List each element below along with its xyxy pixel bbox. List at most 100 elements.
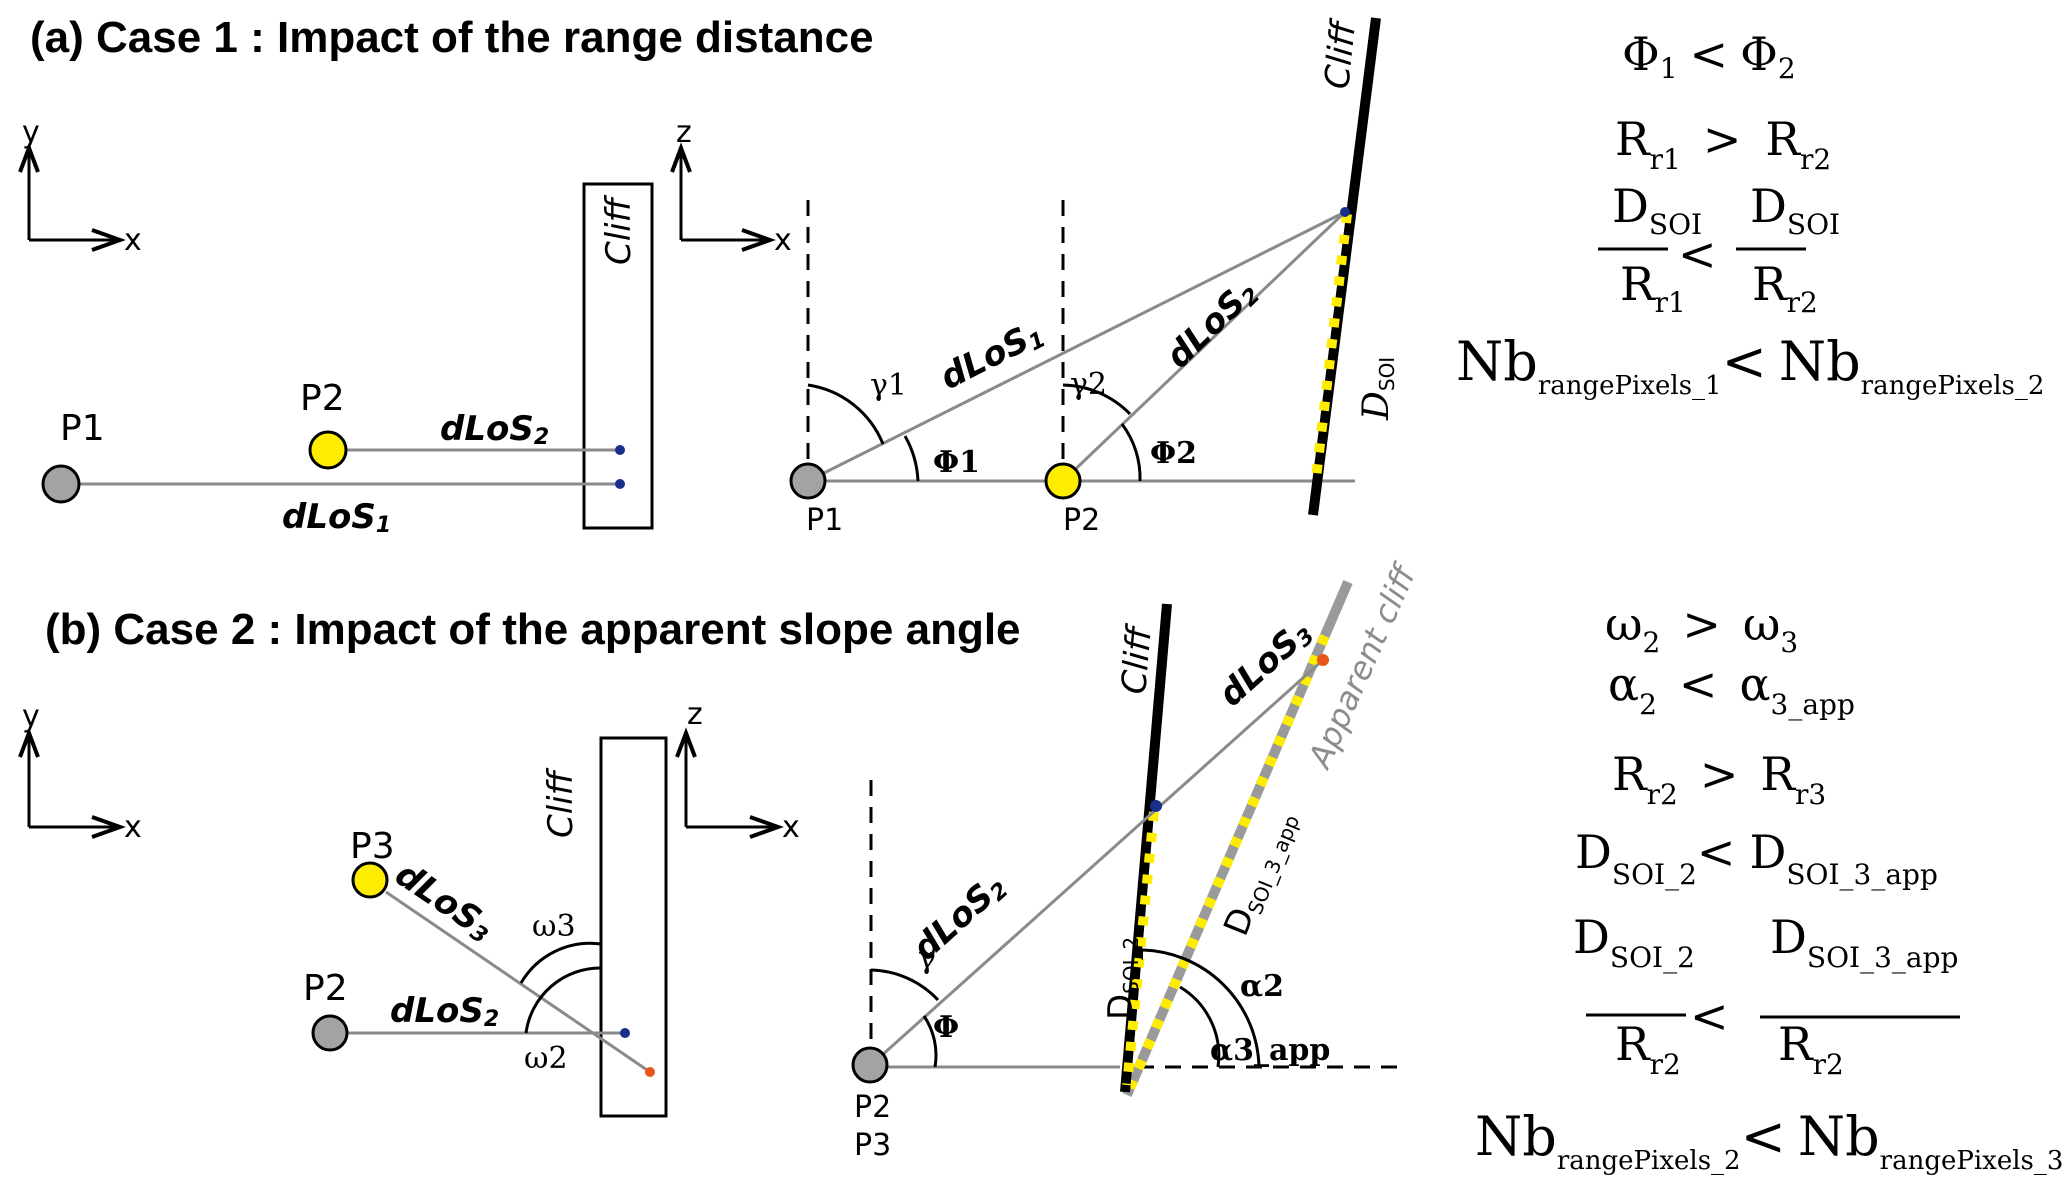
los1-label: dLoS1 <box>282 497 391 538</box>
point-p3-label: P3 <box>350 826 395 867</box>
gamma1-arc <box>807 383 885 445</box>
d-soi-2-label: DSOI_2 <box>1101 937 1143 1020</box>
x-arrowhead-icon <box>749 815 784 839</box>
profile-axes: z x <box>675 697 800 845</box>
omega2-label: ω2 <box>524 1041 568 1076</box>
plan-axes: y x <box>18 699 142 845</box>
eq-dsoi-comparison: DSOI_2<DSOI_3_app <box>1575 825 1938 891</box>
los2-line <box>1061 210 1347 483</box>
profile-axes: z x <box>670 115 792 258</box>
los2-target-dot <box>1150 800 1162 812</box>
phi-label: Φ <box>933 1010 959 1045</box>
omega3-label: ω3 <box>532 909 576 944</box>
phi1-arc <box>903 435 920 482</box>
x-arrowhead-icon <box>91 815 126 839</box>
cliff-label: Cliff <box>541 767 581 838</box>
point-p2 <box>308 430 348 470</box>
omega2-arc <box>524 966 602 1034</box>
x-axis-label: x <box>124 810 142 845</box>
cliff-box <box>582 182 654 530</box>
z-arrowhead-icon <box>675 727 697 758</box>
gamma2-arc <box>1062 383 1132 416</box>
x-axis-label: x <box>124 223 142 258</box>
y-arrowhead-icon <box>18 142 40 173</box>
point-p2-label: P2 <box>1063 503 1100 538</box>
eq-range-resolution: Rr1>Rr2 <box>1615 112 1831 176</box>
los3-label: dLoS3 <box>387 854 500 949</box>
z-axis-label: z <box>676 115 692 150</box>
alpha3-arc <box>1179 985 1221 1068</box>
los3-line <box>385 890 651 1074</box>
los-target-dot <box>1340 207 1350 217</box>
point-p2-label: P2 <box>854 1090 891 1125</box>
los2-label: dLoS2 <box>390 991 499 1032</box>
point-p1 <box>789 462 827 500</box>
rhs-denominator: Rr2 <box>1752 257 1818 319</box>
d-soi-segment <box>1311 213 1352 479</box>
case1-profile-view: z x Cliff γ1 Φ1 γ2 Φ2 dLoS1 dLo <box>670 17 1399 538</box>
eq-range-pixels: NbrangePixels_2<NbrangePixels_3 <box>1475 1105 2063 1176</box>
cliff-box <box>599 736 668 1118</box>
los2-target-dot <box>620 1028 630 1038</box>
y-axis-label: y <box>22 115 40 150</box>
d-soi-3-app-segment <box>1125 634 1330 1090</box>
ratio-operator: < <box>1678 227 1717 281</box>
point-p2-label: P2 <box>303 968 348 1009</box>
case1-panel: (a) Case 1 : Impact of the range distanc… <box>18 13 2044 538</box>
x-arrowhead-icon <box>741 228 776 252</box>
los1-line <box>807 210 1346 483</box>
los1-label: dLoS1 <box>934 313 1050 399</box>
plan-axes: y x <box>18 115 142 258</box>
lhs-denominator: Rr2 <box>1615 1017 1681 1081</box>
eq-dsoi-ratio: DSOI_2 Rr2 < DSOI_3_app Rr2 <box>1573 910 1960 1081</box>
eq-phi-comparison: Φ1<Φ2 <box>1622 27 1796 85</box>
point-p1-label: P1 <box>60 408 105 449</box>
x-axis-label: x <box>782 810 800 845</box>
cliff-label: Cliff <box>599 194 639 265</box>
los2-label: dLoS2 <box>905 866 1014 970</box>
los3-label: dLoS3 <box>1211 612 1320 716</box>
alpha2-arc <box>1139 948 1261 1068</box>
point-p2-p3 <box>851 1046 889 1084</box>
case2-title: (b) Case 2 : Impact of the apparent slop… <box>45 605 1021 654</box>
ratio-operator: < <box>1690 989 1729 1043</box>
d-soi-label: DSOI <box>1356 357 1399 421</box>
phi1-label: Φ1 <box>933 445 980 480</box>
d-soi-3-app-label: DSOI_3_app <box>1216 805 1304 942</box>
eq-range-resolution: Rr2>Rr3 <box>1612 747 1826 811</box>
point-p3 <box>351 861 389 899</box>
case2-panel: (b) Case 2 : Impact of the apparent slop… <box>18 557 2063 1176</box>
alpha2-label: α2 <box>1240 969 1284 1004</box>
phi-arc <box>922 1015 938 1068</box>
cliff-label: Cliff <box>1317 17 1364 91</box>
los3-target-dot <box>1317 654 1329 666</box>
eq-dsoi-ratio: DSOI Rr1 < DSOI Rr2 <box>1598 179 1840 319</box>
gamma-label: γ <box>918 941 936 976</box>
los2-target-dot <box>615 445 625 455</box>
phi2-label: Φ2 <box>1150 436 1197 471</box>
cliff-label: Cliff <box>1114 622 1160 696</box>
eq-alpha-comparison: α2<α3_app <box>1608 657 1855 721</box>
case1-equations: Φ1<Φ2 Rr1>Rr2 DSOI Rr1 < DSOI Rr2 Nbrang… <box>1456 27 2044 401</box>
omega3-arc <box>519 941 602 984</box>
eq-range-pixels: NbrangePixels_1<NbrangePixels_2 <box>1456 330 2044 401</box>
case2-plan-view: y x Cliff ω3 ω2 P3 P2 dLoS3 dLoS2 <box>18 699 668 1118</box>
case2-equations: ω2>ω3 α2<α3_app Rr2>Rr3 DSOI_2<DSOI_3_ap… <box>1475 597 2063 1176</box>
gamma1-label: γ1 <box>870 368 907 403</box>
point-p1-label: P1 <box>806 503 843 538</box>
z-axis-label: z <box>687 697 703 732</box>
y-axis-label: y <box>22 699 40 734</box>
los1-target-dot <box>615 479 625 489</box>
x-arrowhead-icon <box>91 228 126 252</box>
lhs-numerator: DSOI_2 <box>1573 910 1695 974</box>
eq-omega-comparison: ω2>ω3 <box>1605 597 1798 659</box>
gamma2-label: γ2 <box>1070 367 1107 402</box>
point-p2 <box>311 1014 349 1052</box>
point-p1 <box>41 464 81 504</box>
lhs-numerator: DSOI <box>1612 179 1702 241</box>
rhs-numerator: DSOI_3_app <box>1770 910 1958 974</box>
los2-label: dLoS2 <box>1158 272 1265 377</box>
point-p2 <box>1044 462 1082 500</box>
y-arrowhead-icon <box>18 727 40 758</box>
gamma-arc <box>870 968 940 1002</box>
